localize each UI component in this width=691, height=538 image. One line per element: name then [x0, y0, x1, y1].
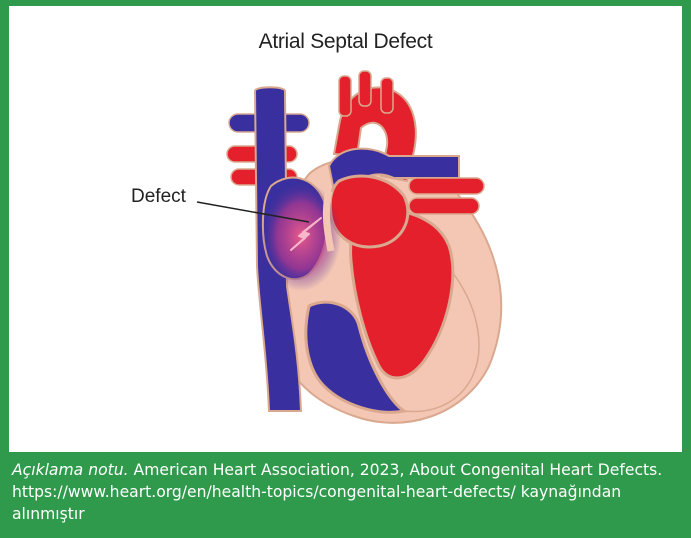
left-atrium: [330, 176, 408, 247]
figure-caption: Açıklama notu. American Heart Associatio…: [12, 459, 680, 525]
aorta-branch-1: [339, 76, 351, 116]
pulmonary-vein-2: [409, 198, 479, 214]
aorta-branch-3: [381, 78, 393, 113]
diagram-title: Atrial Septal Defect: [9, 30, 682, 54]
diagram-panel: Atrial Septal Defect Defect: [9, 6, 682, 452]
aorta-branch-2: [359, 71, 371, 106]
caption-note: Açıklama notu.: [12, 461, 129, 479]
heart-diagram: [9, 6, 682, 452]
pulmonary-vein-1: [409, 178, 484, 194]
defect-label: Defect: [131, 186, 186, 208]
